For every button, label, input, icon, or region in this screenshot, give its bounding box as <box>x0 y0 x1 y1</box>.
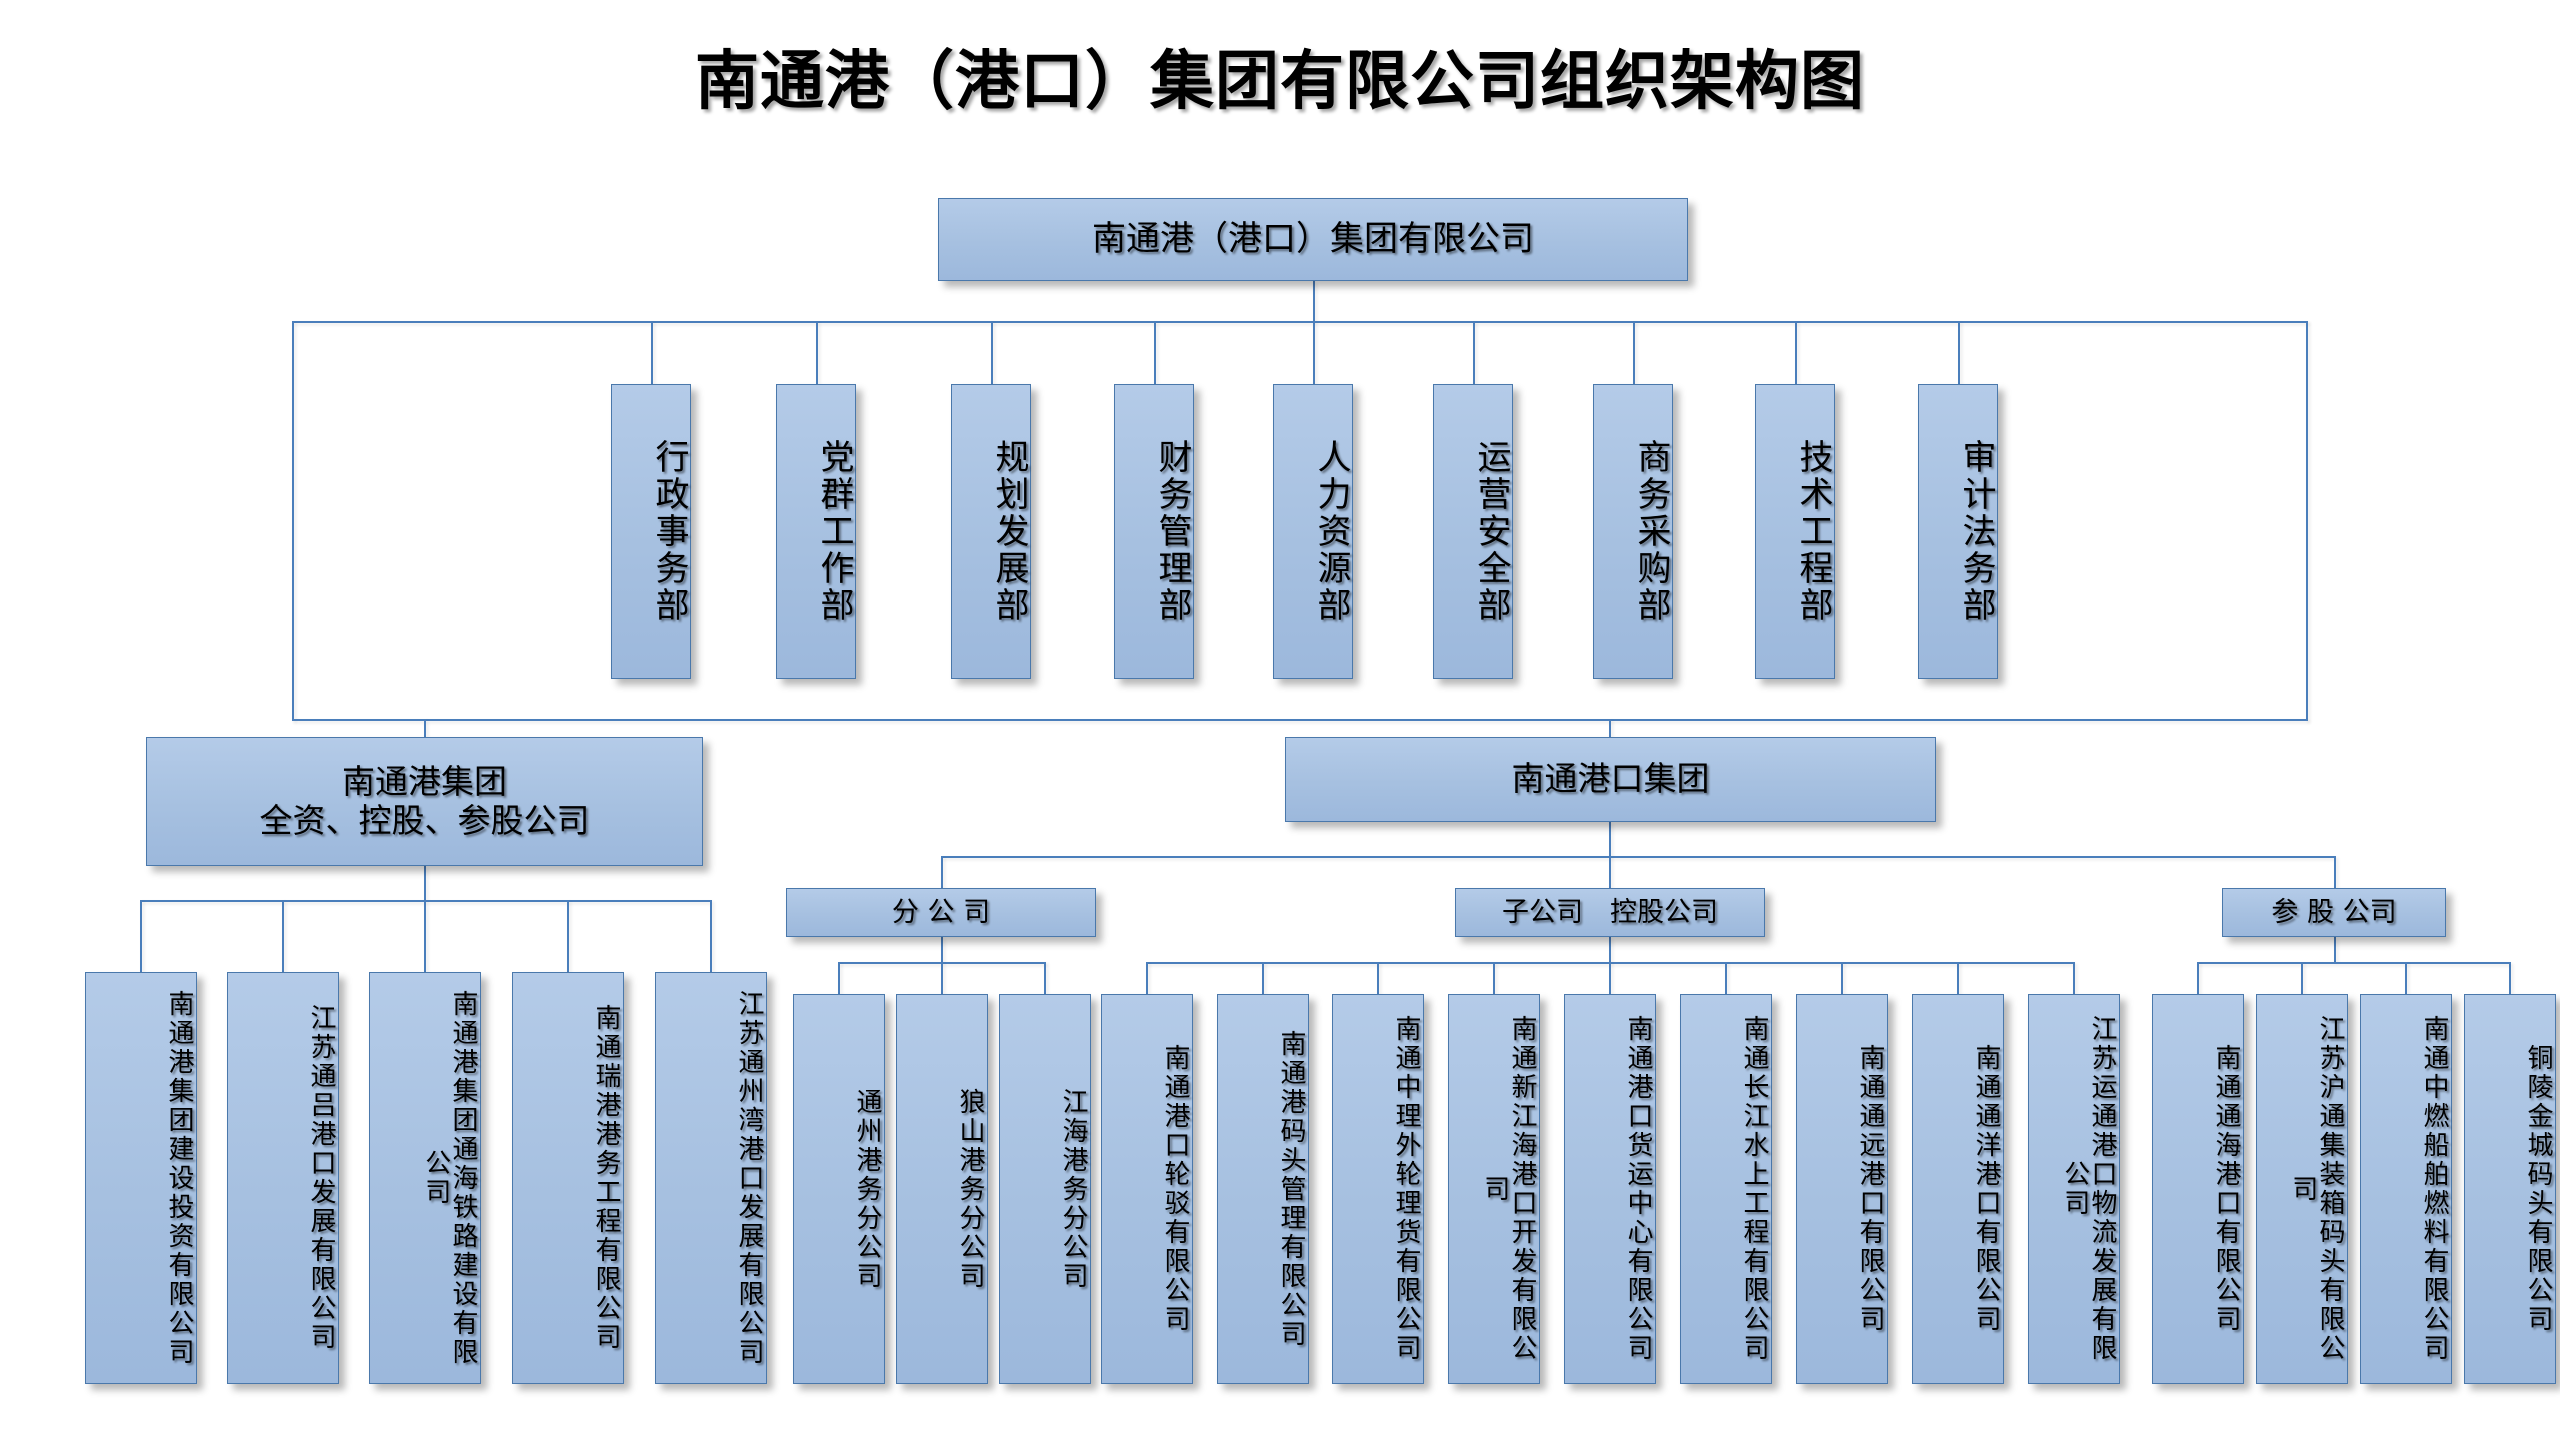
connector-root-down <box>1313 281 1315 321</box>
left-group-leaf-4[interactable]: 南通瑞港港务工程有限公司 <box>512 972 624 1384</box>
department-node-3[interactable]: 规划发展部 <box>951 384 1031 679</box>
connector-equity-stem <box>2334 937 2336 962</box>
subsidiary-leaf-8[interactable]: 南通通洋港口有限公司 <box>1912 994 2004 1384</box>
group-node-title: 南通港集团 <box>342 761 507 801</box>
connector-leftgroup-stem <box>424 866 426 900</box>
connector-branch-stem <box>941 937 943 962</box>
connector-sub-child-1 <box>1146 962 1148 994</box>
connector-rightgroup-stem <box>1609 822 1611 856</box>
connector-right-group-down <box>1609 719 1611 737</box>
connector-left-group-down <box>424 719 426 737</box>
department-node-1[interactable]: 行政事务部 <box>611 384 691 679</box>
department-node-7[interactable]: 商务采购部 <box>1593 384 1673 679</box>
subsidiary-leaf-5[interactable]: 南通港口货运中心有限公司 <box>1564 994 1656 1384</box>
connector-dept-1 <box>651 321 653 384</box>
connector-equity-bus <box>2197 962 2509 964</box>
left-group-leaf-2[interactable]: 江苏通吕港口发展有限公司 <box>227 972 339 1384</box>
branch-company-leaf-3[interactable]: 江海港务分公司 <box>999 994 1091 1384</box>
connector-dept-7 <box>1633 321 1635 384</box>
connector-dept-3 <box>991 321 993 384</box>
connector-dept-5 <box>1313 321 1315 384</box>
connector-leftchild-5 <box>710 900 712 972</box>
connector-dept-8 <box>1795 321 1797 384</box>
connector-bus-right-side <box>2306 321 2308 721</box>
connector-branch-child-3 <box>1044 962 1046 994</box>
connector-dept-4 <box>1154 321 1156 384</box>
subsidiary-leaf-2[interactable]: 南通港码头管理有限公司 <box>1217 994 1309 1384</box>
connector-category-1 <box>941 856 943 888</box>
equity-leaf-2[interactable]: 江苏沪通集装箱码头有限公司 <box>2256 994 2348 1384</box>
connector-equity-child-2 <box>2301 962 2303 994</box>
connector-equity-child-1 <box>2197 962 2199 994</box>
connector-leftchild-3 <box>424 900 426 972</box>
department-node-2[interactable]: 党群工作部 <box>776 384 856 679</box>
group-node-subtitle: 全资、控股、参股公司 <box>259 800 590 840</box>
branch-company-leaf-2[interactable]: 狼山港务分公司 <box>896 994 988 1384</box>
connector-dept-2 <box>816 321 818 384</box>
equity-leaf-1[interactable]: 南通通海港口有限公司 <box>2152 994 2244 1384</box>
connector-sub-child-9 <box>2073 962 2075 994</box>
department-node-8[interactable]: 技术工程部 <box>1755 384 1835 679</box>
connector-leftchild-2 <box>282 900 284 972</box>
connector-category-2 <box>1609 856 1611 888</box>
group-node-nantong-gang[interactable]: 南通港集团 全资、控股、参股公司 <box>146 737 703 866</box>
connector-bus-bottom <box>292 719 2308 721</box>
department-node-6[interactable]: 运营安全部 <box>1433 384 1513 679</box>
connector-sub-child-5 <box>1609 962 1611 994</box>
page-title: 南通港（港口）集团有限公司组织架构图 <box>695 45 1865 119</box>
equity-leaf-4[interactable]: 铜陵金城码头有限公司 <box>2464 994 2556 1384</box>
connector-branch-child-2 <box>941 962 943 994</box>
subsidiary-leaf-7[interactable]: 南通通远港口有限公司 <box>1796 994 1888 1384</box>
connector-equity-child-4 <box>2509 962 2511 994</box>
connector-dept-6 <box>1473 321 1475 384</box>
connector-bus-left-side <box>292 321 294 721</box>
left-group-leaf-3[interactable]: 南通港集团通海铁路建设有限公司 <box>369 972 481 1384</box>
connector-leftchild-4 <box>567 900 569 972</box>
connector-sub-child-7 <box>1841 962 1843 994</box>
connector-dept-9 <box>1958 321 1960 384</box>
connector-subsidiary-stem <box>1609 937 1611 962</box>
department-node-4[interactable]: 财务管理部 <box>1114 384 1194 679</box>
connector-category-bus <box>941 856 2334 858</box>
connector-sub-child-4 <box>1493 962 1495 994</box>
connector-sub-child-2 <box>1262 962 1264 994</box>
subsidiary-leaf-6[interactable]: 南通长江水上工程有限公司 <box>1680 994 1772 1384</box>
equity-leaf-3[interactable]: 南通中燃船舶燃料有限公司 <box>2360 994 2452 1384</box>
root-node[interactable]: 南通港（港口）集团有限公司 <box>938 198 1688 281</box>
category-node-subsidiary[interactable]: 子公司 控股公司 <box>1455 888 1765 937</box>
department-node-5[interactable]: 人力资源部 <box>1273 384 1353 679</box>
subsidiary-leaf-9[interactable]: 江苏运通港口物流发展有限公司 <box>2028 994 2120 1384</box>
connector-sub-child-8 <box>1957 962 1959 994</box>
subsidiary-leaf-1[interactable]: 南通港口轮驳有限公司 <box>1101 994 1193 1384</box>
category-node-equity[interactable]: 参 股 公司 <box>2222 888 2446 937</box>
branch-company-leaf-1[interactable]: 通州港务分公司 <box>793 994 885 1384</box>
subsidiary-leaf-4[interactable]: 南通新江海港口开发有限公司 <box>1448 994 1540 1384</box>
connector-dept-bus <box>292 321 2308 323</box>
left-group-leaf-1[interactable]: 南通港集团建设投资有限公司 <box>85 972 197 1384</box>
category-node-branch[interactable]: 分 公 司 <box>786 888 1096 937</box>
connector-branch-child-1 <box>838 962 840 994</box>
left-group-leaf-5[interactable]: 江苏通州湾港口发展有限公司 <box>655 972 767 1384</box>
department-node-9[interactable]: 审计法务部 <box>1918 384 1998 679</box>
connector-sub-child-6 <box>1725 962 1727 994</box>
connector-category-3 <box>2334 856 2336 888</box>
group-node-nantong-gangkou[interactable]: 南通港口集团 <box>1285 737 1936 822</box>
subsidiary-leaf-3[interactable]: 南通中理外轮理货有限公司 <box>1332 994 1424 1384</box>
connector-leftchild-1 <box>140 900 142 972</box>
connector-equity-child-3 <box>2405 962 2407 994</box>
connector-sub-child-3 <box>1377 962 1379 994</box>
